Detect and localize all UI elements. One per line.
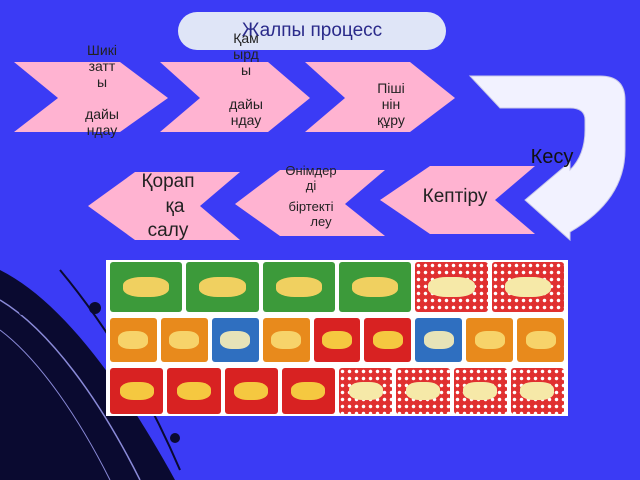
pasta-package xyxy=(510,368,564,414)
pasta-package xyxy=(160,318,208,362)
package-window xyxy=(123,277,170,297)
package-window xyxy=(520,381,555,401)
step-sort-line-1: Өнімдер xyxy=(285,163,337,178)
package-window xyxy=(463,381,498,401)
package-window xyxy=(474,331,505,349)
step-dough-line-2: ырд xyxy=(233,46,259,63)
pasta-package xyxy=(396,368,450,414)
pasta-package xyxy=(491,262,564,312)
pasta-package xyxy=(110,368,164,414)
step-raw-label: Шикі затт ы дайы ндау xyxy=(80,42,124,138)
package-window xyxy=(525,331,556,349)
step-dough-label: Қам ырд ы дайы ндау xyxy=(222,30,270,128)
step-dough-line-3: ы xyxy=(240,62,252,79)
step-sort-line-3: біртекті xyxy=(288,198,334,214)
pasta-package xyxy=(262,262,335,312)
pasta-package xyxy=(186,262,259,312)
pasta-package xyxy=(224,368,278,414)
step-sort-line-2: ді xyxy=(305,177,317,193)
package-window xyxy=(428,277,475,297)
step-sort-line-4: леу xyxy=(310,213,332,229)
pasta-package xyxy=(281,368,335,414)
pasta-package xyxy=(415,262,488,312)
step-pack-label: Қорап қа салу xyxy=(126,170,210,244)
package-window xyxy=(199,277,246,297)
pasta-package xyxy=(453,368,507,414)
chevron-step-dough xyxy=(160,62,310,132)
step-shape-line-2: нін xyxy=(381,96,401,113)
package-window xyxy=(321,331,352,349)
dark-corner-shape xyxy=(0,270,175,480)
package-window xyxy=(352,277,399,297)
package-window xyxy=(234,381,269,401)
title-pill: Жалпы процесс xyxy=(178,12,446,50)
chevron-step-pack xyxy=(88,172,240,240)
package-window xyxy=(372,331,403,349)
pasta-package xyxy=(167,368,221,414)
chevron-step-shape xyxy=(305,62,455,132)
package-window xyxy=(220,331,251,349)
step-pack-line-2: қа xyxy=(165,195,185,217)
package-window xyxy=(423,331,454,349)
step-shape-line-3: құру xyxy=(377,112,405,129)
pasta-package xyxy=(313,318,361,362)
package-window xyxy=(118,331,149,349)
pasta-package xyxy=(415,318,463,362)
curved-arrow-icon xyxy=(468,75,626,242)
package-window xyxy=(176,381,211,401)
step-raw-line-3: ы xyxy=(96,74,108,91)
orbit-dot-2 xyxy=(170,433,180,443)
step-raw-line-2: затт xyxy=(88,58,116,75)
step-pack-line-1: Қорап xyxy=(141,171,195,192)
orbit-line-2 xyxy=(0,329,111,480)
step-raw-line-4: дайы xyxy=(85,106,119,123)
pasta-package xyxy=(339,368,393,414)
step-raw-line-1: Шикі xyxy=(87,42,117,58)
chevron-step-dry xyxy=(380,166,535,234)
step-pack-line-3: салу xyxy=(147,220,189,242)
package-window xyxy=(348,381,383,401)
pasta-package xyxy=(364,318,412,362)
pasta-package xyxy=(339,262,412,312)
pasta-packages-photo xyxy=(106,260,568,416)
step-shape-label: Пішi нін құру xyxy=(368,80,414,128)
package-window xyxy=(169,331,200,349)
step-cut-label: Кесу xyxy=(530,146,574,168)
package-window xyxy=(271,331,302,349)
step-dough-line-1: Қам xyxy=(233,30,259,46)
package-window xyxy=(504,277,551,297)
orbit-dot-3 xyxy=(19,309,25,315)
orbit-dot-1 xyxy=(89,302,101,314)
pasta-package xyxy=(262,318,310,362)
step-raw-line-5: ндау xyxy=(86,122,118,139)
step-dough-line-5: ндау xyxy=(230,112,262,129)
pasta-package xyxy=(211,318,259,362)
package-window xyxy=(119,381,154,401)
pasta-package xyxy=(466,318,514,362)
step-dry-label: Кептіру xyxy=(422,186,488,207)
pasta-package xyxy=(110,318,157,362)
step-shape-line-1: Пішi xyxy=(377,80,405,96)
package-window xyxy=(291,381,326,401)
step-dough-line-4: дайы xyxy=(229,96,263,113)
chevron-step-raw xyxy=(14,62,168,132)
pasta-package xyxy=(110,262,183,312)
package-window xyxy=(275,277,322,297)
step-sort-label: Өнімдер ді біртекті леу xyxy=(274,163,348,230)
orbit-line-1 xyxy=(0,299,141,480)
pasta-package xyxy=(517,318,564,362)
chevron-step-sort xyxy=(235,170,385,236)
package-window xyxy=(405,381,440,401)
